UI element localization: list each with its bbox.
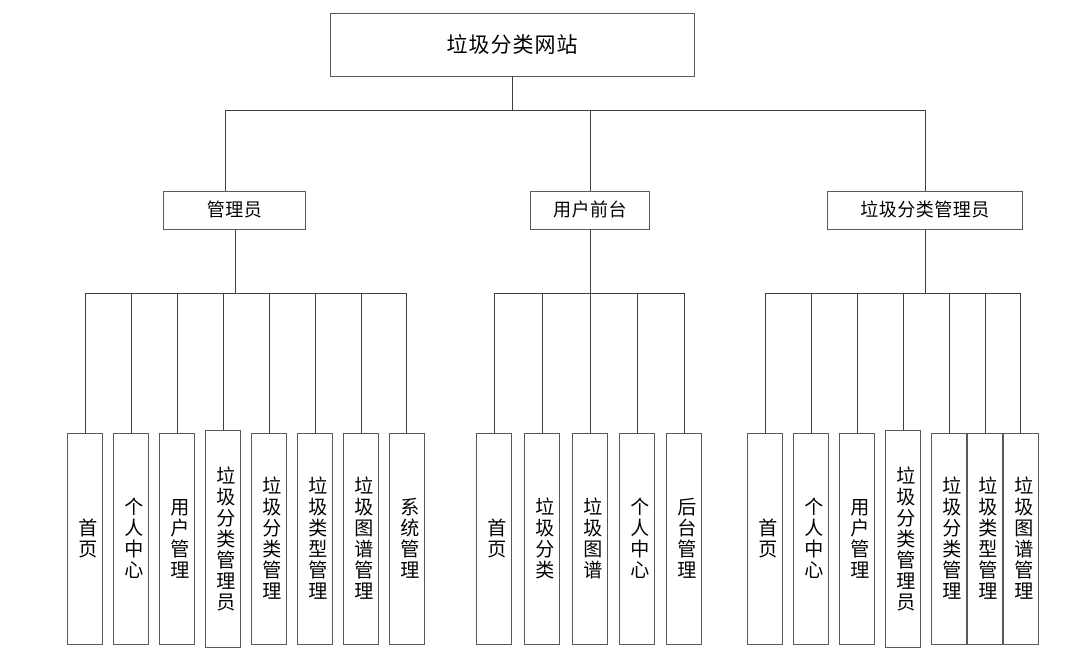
branch-drop-line-1	[225, 110, 226, 191]
branch-drop-line-2	[590, 110, 591, 191]
leaf-drop-line-3-5	[949, 293, 950, 433]
leaf-drop-line-1-2	[131, 293, 132, 433]
leaf-node-1-4[interactable]: 垃圾分类管理员	[205, 430, 241, 648]
leaf-node-2-2[interactable]: 垃圾分类	[524, 433, 560, 645]
leaf-drop-line-2-4	[637, 293, 638, 433]
branch-stem-line-1	[235, 230, 236, 293]
leaf-node-2-5[interactable]: 后台管理	[666, 433, 702, 645]
leaf-node-3-4[interactable]: 垃圾分类管理员	[885, 430, 921, 648]
leaf-node-1-2[interactable]: 个人中心	[113, 433, 149, 645]
leaf-node-1-8[interactable]: 系统管理	[389, 433, 425, 645]
branch-node-garbage-admin[interactable]: 垃圾分类管理员	[827, 191, 1023, 230]
root-node[interactable]: 垃圾分类网站	[330, 13, 695, 77]
leaf-node-3-1[interactable]: 首页	[747, 433, 783, 645]
leaf-drop-line-1-1	[85, 293, 86, 433]
branch-node-admin[interactable]: 管理员	[163, 191, 306, 230]
leaf-drop-line-1-6	[315, 293, 316, 433]
leaf-node-2-4[interactable]: 个人中心	[619, 433, 655, 645]
branch-stem-line-2	[590, 230, 591, 293]
leaf-drop-line-2-1	[494, 293, 495, 433]
leaf-drop-line-3-1	[765, 293, 766, 433]
leaf-node-1-6[interactable]: 垃圾类型管理	[297, 433, 333, 645]
branch-stem-line-3	[925, 230, 926, 293]
branch-node-user-frontend[interactable]: 用户前台	[530, 191, 650, 230]
leaf-node-1-7[interactable]: 垃圾图谱管理	[343, 433, 379, 645]
leaf-drop-line-3-4	[903, 293, 904, 430]
leaf-drop-line-1-4	[223, 293, 224, 430]
branch-bus-line-2	[494, 293, 685, 294]
leaf-node-2-3[interactable]: 垃圾图谱	[572, 433, 608, 645]
leaf-node-3-6[interactable]: 垃圾类型管理	[967, 433, 1003, 645]
leaf-drop-line-2-2	[542, 293, 543, 433]
leaf-drop-line-2-3	[590, 293, 591, 433]
leaf-node-3-5[interactable]: 垃圾分类管理	[931, 433, 967, 645]
leaf-drop-line-3-6	[985, 293, 986, 433]
leaf-drop-line-1-5	[269, 293, 270, 433]
leaf-drop-line-1-7	[361, 293, 362, 433]
leaf-drop-line-3-3	[857, 293, 858, 433]
leaf-node-2-1[interactable]: 首页	[476, 433, 512, 645]
branch-drop-line-3	[925, 110, 926, 191]
leaf-drop-line-1-8	[406, 293, 407, 433]
branch-bus-line-3	[765, 293, 1021, 294]
branch-bus-line-1	[85, 293, 406, 294]
leaf-node-3-7[interactable]: 垃圾图谱管理	[1003, 433, 1039, 645]
leaf-node-3-2[interactable]: 个人中心	[793, 433, 829, 645]
leaf-node-3-3[interactable]: 用户管理	[839, 433, 875, 645]
leaf-drop-line-1-3	[177, 293, 178, 433]
leaf-drop-line-3-7	[1020, 293, 1021, 433]
leaf-drop-line-3-2	[811, 293, 812, 433]
leaf-node-1-3[interactable]: 用户管理	[159, 433, 195, 645]
leaf-node-1-5[interactable]: 垃圾分类管理	[251, 433, 287, 645]
top-bus-line	[225, 110, 926, 111]
leaf-drop-line-2-5	[684, 293, 685, 433]
leaf-node-1-1[interactable]: 首页	[67, 433, 103, 645]
root-trunk-line	[512, 77, 513, 110]
